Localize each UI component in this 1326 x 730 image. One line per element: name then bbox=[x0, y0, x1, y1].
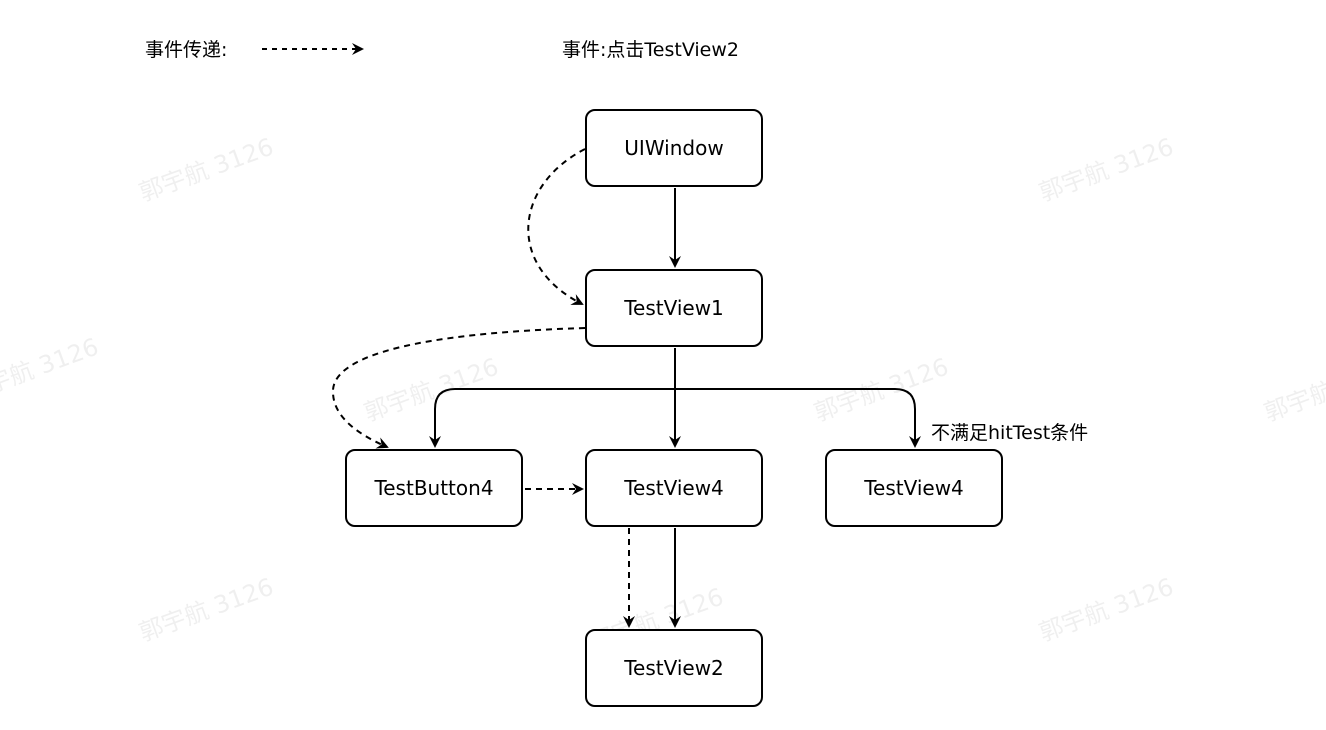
hittest-annotation: 不满足hitTest条件 bbox=[931, 422, 1089, 444]
propagation-testview1-testbutton4 bbox=[331, 327, 586, 449]
legend-event-label: 事件:点击TestView2 bbox=[562, 39, 739, 61]
propagation-uiwindow-testview1 bbox=[527, 148, 586, 305]
node-testview4-mid: TestView4 bbox=[585, 449, 763, 527]
node-testview1: TestView1 bbox=[585, 269, 763, 347]
node-testview2: TestView2 bbox=[585, 629, 763, 707]
legend-propagation-label: 事件传递: bbox=[145, 39, 228, 61]
node-testview4-right: TestView4 bbox=[825, 449, 1003, 527]
node-testbutton4: TestButton4 bbox=[345, 449, 523, 527]
node-uiwindow: UIWindow bbox=[585, 109, 763, 187]
edge-testview1-testview4-right bbox=[675, 388, 921, 448]
edge-testview1-testbutton4 bbox=[429, 388, 675, 448]
